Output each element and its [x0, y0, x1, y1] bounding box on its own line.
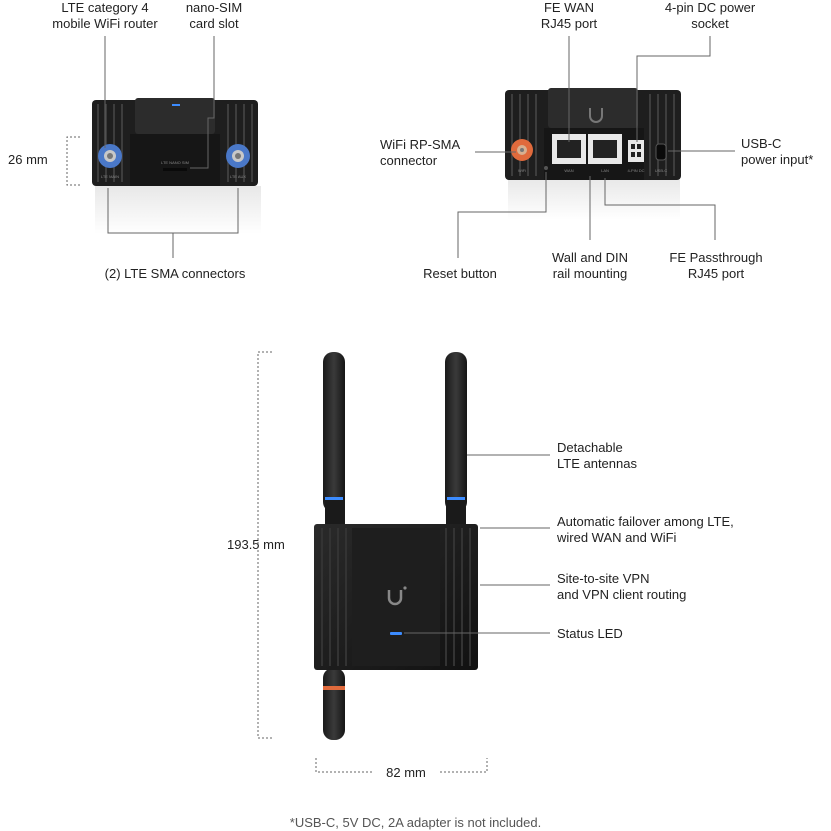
leader-lines-bottom: [404, 454, 550, 634]
antenna-bottom: [323, 668, 345, 740]
front-led: [172, 104, 180, 106]
svg-text:LTE MAIN: LTE MAIN: [101, 174, 119, 179]
antenna-left: [323, 352, 345, 512]
label-status-led: Status LED: [557, 626, 623, 641]
svg-text:LTE AUX: LTE AUX: [230, 174, 246, 179]
label-lte-sma: (2) LTE SMA connectors: [104, 266, 246, 281]
label-antennas: Detachable LTE antennas: [557, 440, 637, 471]
back-view-device: WiFi WAN LAN 4-PIN DC USB-C: [505, 88, 681, 220]
front-view-device: LTE MAIN LTE AUX LTE NANO SIM: [92, 98, 261, 234]
svg-text:WiFi: WiFi: [518, 168, 526, 173]
sim-slot: [163, 168, 187, 171]
ubiquiti-logo-icon: [387, 590, 403, 606]
status-led: [390, 632, 402, 635]
ubiquiti-logo-icon: [589, 108, 603, 123]
footnote: *USB-C, 5V DC, 2A adapter is not include…: [289, 815, 542, 830]
reset-hole: [544, 166, 548, 170]
usb-c-port: [655, 143, 667, 161]
label-wall-din: Wall and DIN rail mounting: [551, 250, 629, 281]
svg-text:WAN: WAN: [564, 168, 573, 173]
svg-text:LAN: LAN: [601, 168, 609, 173]
main-device: [314, 352, 478, 740]
label-nano-sim: nano-SIM card slot: [185, 0, 243, 31]
svg-text:4-PIN DC: 4-PIN DC: [627, 168, 644, 173]
label-vpn: Site-to-site VPN and VPN client routing: [557, 571, 687, 602]
antenna-right: [445, 352, 467, 512]
svg-text:USB-C: USB-C: [655, 168, 668, 173]
label-height: 193.5 mm: [227, 537, 285, 552]
label-fe-passthrough: FE Passthrough RJ45 port: [669, 250, 763, 281]
label-failover: Automatic failover among LTE, wired WAN …: [557, 514, 734, 545]
depth-dimension: [66, 136, 80, 186]
leader-lines-top-left: [104, 36, 239, 258]
label-fe-wan: FE WAN RJ45 port: [540, 0, 598, 31]
dc-socket: [628, 140, 644, 162]
label-usb-c: USB-C power input*: [741, 136, 814, 167]
label-dc-power: 4-pin DC power socket: [664, 0, 756, 31]
label-reset: Reset button: [423, 266, 497, 281]
label-wifi-sma: WiFi RP-SMA connector: [380, 137, 461, 168]
label-width: 82 mm: [386, 765, 426, 780]
dimension-lines: [257, 351, 488, 773]
leader-lines-top-right: [457, 36, 735, 258]
svg-text:LTE NANO SIM: LTE NANO SIM: [161, 160, 189, 165]
label-lte-router: LTE category 4 mobile WiFi router: [52, 0, 158, 31]
label-depth: 26 mm: [8, 152, 48, 167]
